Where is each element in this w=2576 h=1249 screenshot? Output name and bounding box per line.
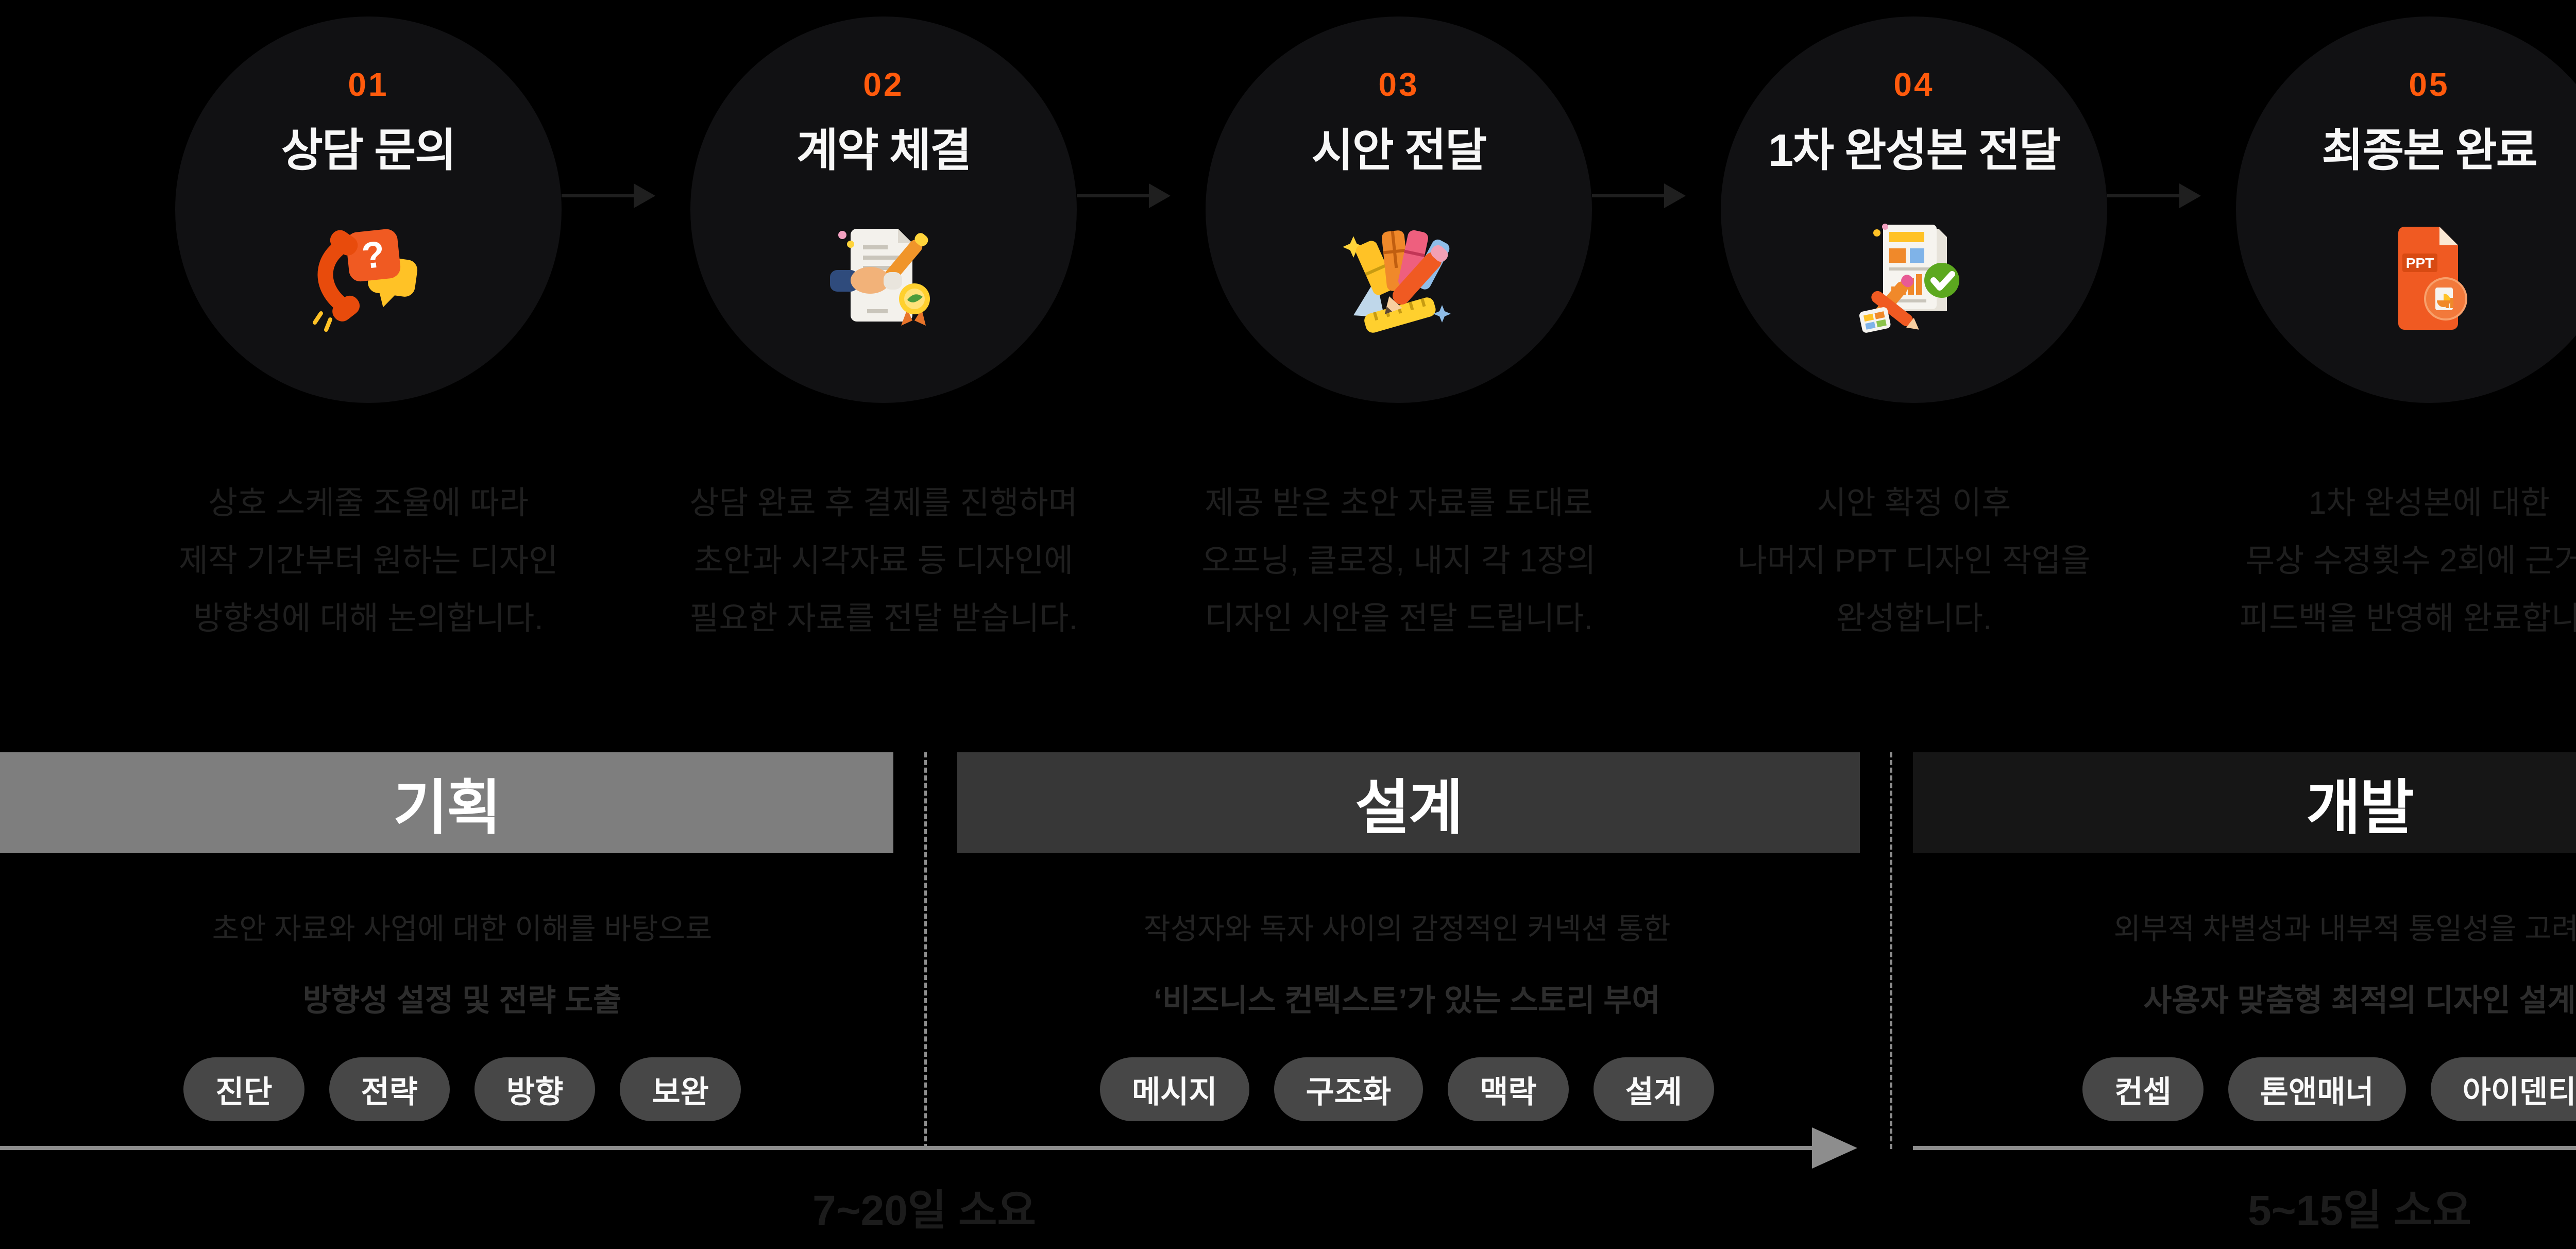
step-2-circle: 02 계약 체결 [690, 16, 1077, 403]
step-1: 01 상담 문의 ? 상호 스케줄 조율에 따라 제작 기간부터 원하는 디자인 [111, 0, 626, 648]
step-1-circle: 01 상담 문의 ? [175, 16, 562, 403]
duration-label-development: 5~15일 소요 [2248, 1187, 2471, 1234]
phase-design-title: 설계 [1355, 774, 1463, 841]
phase-design-header: 설계 [957, 752, 1860, 853]
step-3-circle: 03 시안 전달 [1206, 16, 1592, 403]
step-3-desc-line2: 오프닝, 클로징, 내지 각 1장의 [1201, 543, 1596, 579]
step-5-circle: 05 최종본 완료 PPT [2236, 16, 2576, 403]
step-2-desc-line3: 필요한 자료를 전달 받습니다. [689, 601, 1078, 636]
tag-pill: 맥락 [1448, 1057, 1569, 1121]
ppt-file-label: PPT [2406, 255, 2434, 271]
process-steps-row: 01 상담 문의 ? 상호 스케줄 조율에 따라 제작 기간부터 원하는 디자인 [111, 0, 2576, 648]
phase-development-desc1: 외부적 차별성과 내부적 통일성을 고려한 [2113, 913, 2576, 946]
step-5-description: 1차 완성본에 대한 무상 수정횟수 2회에 근거해 피드백을 반영해 완료합니… [2240, 475, 2576, 648]
step-3-number: 03 [1378, 66, 1419, 103]
step-1-desc-line3: 방향성에 대해 논의합니다. [193, 601, 544, 636]
phase-planning-title: 기획 [393, 774, 501, 841]
phase-design-tags: 메시지 구조화 맥락 설계 [924, 1057, 1890, 1121]
phase-development-header: 개발 [1913, 752, 2576, 853]
duration-label-planning-design: 7~20일 소요 [812, 1187, 1036, 1234]
step-2-desc-line1: 상담 완료 후 결제를 진행하며 [689, 485, 1078, 521]
tag-pill: 전략 [329, 1057, 450, 1121]
phase-development-desc2: 사용자 맞춤형 최적의 디자인 설계 [2143, 983, 2576, 1018]
phase-planning: 기획 초안 자료와 사업에 대한 이해를 바탕으로 방향성 설정 및 전략 도출… [0, 752, 924, 1121]
step-4-description: 시안 확정 이후 나머지 PPT 디자인 작업을 완성합니다. [1738, 475, 2091, 648]
phase-divider-dashed [1890, 752, 1892, 1149]
tag-pill: 메시지 [1099, 1057, 1249, 1121]
phase-development: 개발 외부적 차별성과 내부적 통일성을 고려한 사용자 맞춤형 최적의 디자인… [1890, 752, 2576, 1121]
step-3-title: 시안 전달 [1311, 125, 1487, 176]
step-5-desc-line2: 무상 수정횟수 2회에 근거해 [2245, 543, 2576, 579]
tag-pill: 컨셉 [2082, 1057, 2204, 1121]
step-3: 03 시안 전달 [1141, 0, 1656, 648]
arrow-right-icon [1077, 183, 1171, 208]
tag-pill: 설계 [1593, 1057, 1715, 1121]
step-1-title: 상담 문의 [281, 125, 456, 176]
svg-text:?: ? [360, 233, 386, 277]
tag-pill: 진단 [183, 1057, 304, 1121]
step-5: 05 최종본 완료 PPT 1차 완성본에 대한 무상 수정횟수 2회에 근거해… [2172, 0, 2576, 648]
tag-pill: 보완 [620, 1057, 741, 1121]
step-2-description: 상담 완료 후 결제를 진행하며 초안과 시각자료 등 디자인에 필요한 자료를… [689, 475, 1077, 648]
phase-design: 설계 작성자와 독자 사이의 감정적인 커넥션 통한 ‘비즈니스 컨텍스트’가 … [924, 752, 1890, 1121]
phase-design-desc2: ‘비즈니스 컨텍스트’가 있는 스토리 부여 [1154, 983, 1660, 1018]
arrow-right-icon [2107, 183, 2201, 208]
step-1-desc-line2: 제작 기간부터 원하는 디자인 [178, 543, 558, 579]
phase-divider-dashed [924, 752, 927, 1149]
step-1-desc-line1: 상호 스케줄 조율에 따라 [208, 485, 529, 521]
step-3-desc-line3: 디자인 시안을 전달 드립니다. [1205, 601, 1593, 636]
step-2-title: 계약 체결 [796, 125, 972, 176]
step-2: 02 계약 체결 [626, 0, 1141, 648]
tag-pill: 아이덴티티 [2430, 1057, 2576, 1121]
step-1-number: 01 [348, 66, 389, 103]
step-4-desc-line3: 완성합니다. [1836, 601, 1992, 636]
color-swatch-pencil-icon [1343, 230, 1451, 333]
step-4-circle: 04 1차 완성본 전달 [1721, 16, 2107, 403]
phase-planning-desc1: 초안 자료와 사업에 대한 이해를 바탕으로 [212, 913, 713, 946]
phase-planning-tags: 진단 전략 방향 보완 [0, 1057, 924, 1121]
arrow-right-icon [562, 183, 655, 208]
step-4-title: 1차 완성본 전달 [1768, 125, 2061, 176]
timeline-arrow-icon [1913, 1127, 2576, 1169]
contract-handshake-icon [830, 229, 930, 326]
ppt-file-icon: PPT [2398, 227, 2467, 330]
tag-pill: 구조화 [1274, 1057, 1423, 1121]
step-1-description: 상호 스케줄 조율에 따라 제작 기간부터 원하는 디자인 방향성에 대해 논의… [179, 475, 558, 648]
step-5-title: 최종본 완료 [2321, 125, 2537, 176]
phone-question-icon: ? [313, 229, 418, 332]
step-4: 04 1차 완성본 전달 [1656, 0, 2172, 648]
phase-development-tags: 컨셉 톤앤매너 아이덴티티 [1890, 1057, 2576, 1121]
step-5-desc-line3: 피드백을 반영해 완료합니다. [2239, 601, 2576, 636]
phase-planning-desc2: 방향성 설정 및 전략 도출 [302, 983, 622, 1018]
phase-development-title: 개발 [2306, 774, 2414, 841]
tag-pill: 방향 [474, 1057, 596, 1121]
timeline-arrow-icon [0, 1127, 1857, 1169]
step-3-desc-line1: 제공 받은 초안 자료를 토대로 [1205, 485, 1593, 521]
tag-pill: 톤앤매너 [2228, 1057, 2406, 1121]
step-4-desc-line1: 시안 확정 이후 [1817, 485, 2011, 521]
arrow-right-icon [1592, 183, 1686, 208]
step-2-desc-line2: 초안과 시각자료 등 디자인에 [693, 543, 1074, 579]
phase-planning-header: 기획 [0, 752, 893, 853]
step-5-desc-line1: 1차 완성본에 대한 [2308, 485, 2550, 521]
step-2-number: 02 [863, 66, 904, 103]
step-4-number: 04 [1893, 66, 1935, 103]
document-approved-icon [1859, 224, 1959, 333]
step-5-number: 05 [2409, 66, 2450, 103]
step-4-desc-line2: 나머지 PPT 디자인 작업을 [1737, 543, 2091, 579]
step-3-description: 제공 받은 초안 자료를 토대로 오프닝, 클로징, 내지 각 1장의 디자인 … [1201, 475, 1596, 648]
phase-design-desc1: 작성자와 독자 사이의 감정적인 커넥션 통한 [1143, 913, 1671, 946]
